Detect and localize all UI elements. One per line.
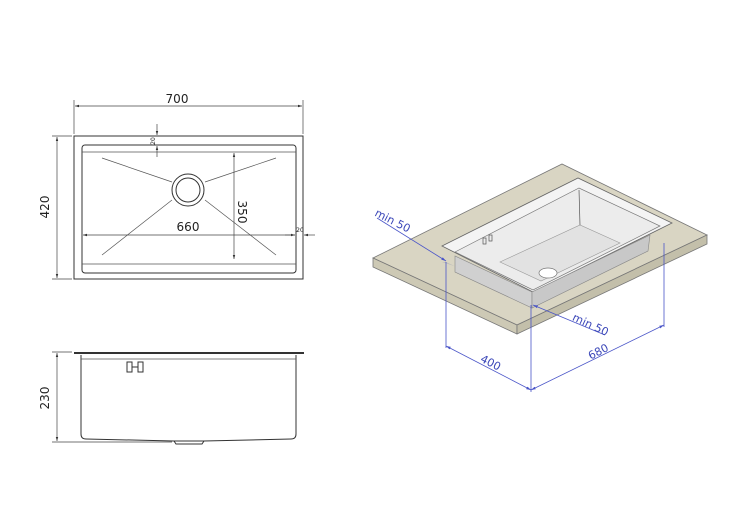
overflow-icon <box>126 361 144 373</box>
drain-side <box>173 440 205 445</box>
dim-660: 660 <box>177 220 200 234</box>
drain-iso <box>538 267 558 279</box>
dim-400: 400 <box>478 352 503 373</box>
dim-20-side: 20 <box>296 227 304 234</box>
drain-inner <box>175 177 201 203</box>
dim-min50-front: min 50 <box>570 311 610 339</box>
overflow-icon-iso <box>482 234 493 245</box>
dim-680: 680 <box>586 341 611 362</box>
dim-700: 700 <box>166 92 189 106</box>
isometric-view: min 50 min 50 400 680 <box>372 163 708 392</box>
bowl-outline <box>81 144 297 274</box>
side-view: 230 <box>38 351 304 445</box>
dim-min50-back: min 50 <box>373 206 413 235</box>
dim-230: 230 <box>38 387 52 410</box>
dim-420: 420 <box>38 196 52 219</box>
dim-350: 350 <box>235 201 249 224</box>
top-view: 700 420 660 350 20 20 <box>38 92 315 280</box>
drain-outer <box>171 173 205 207</box>
bowl-side-profile <box>80 355 297 442</box>
sink-outline <box>73 135 304 280</box>
dim-20-top: 20 <box>150 137 157 145</box>
